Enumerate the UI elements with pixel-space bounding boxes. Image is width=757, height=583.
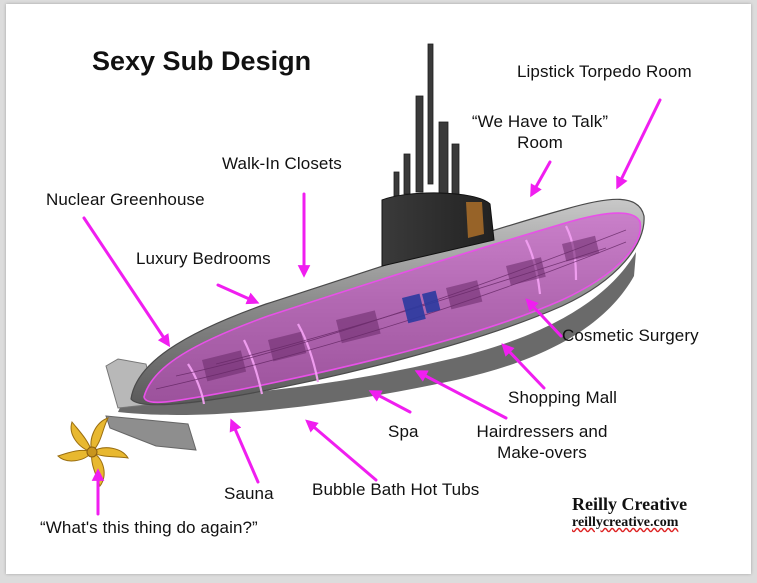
label-hairdressers-makeovers: Hairdressers and Make-overs [464, 422, 620, 463]
arrow-mall [501, 343, 546, 390]
label-lipstick-torpedo-room: Lipstick Torpedo Room [517, 62, 692, 81]
masts [393, 43, 460, 197]
interior-overlay [143, 212, 642, 404]
label-luxury-bedrooms: Luxury Bedrooms [136, 249, 271, 268]
brand-block: Reilly Creative reillycreative.com [572, 494, 687, 531]
arrow-talk [530, 160, 552, 198]
label-hair-line2: Make-overs [497, 442, 587, 462]
arrow-sauna [229, 418, 260, 484]
label-shopping-mall: Shopping Mall [508, 388, 618, 407]
slide-title: Sexy Sub Design [92, 46, 312, 76]
tower-detail [466, 202, 484, 238]
arrow-bedrooms [216, 283, 260, 305]
machinery-blocks [202, 235, 600, 382]
blue-equipment [402, 290, 441, 324]
label-bubble-bath-hot-tubs: Bubble Bath Hot Tubs [312, 480, 480, 499]
conning-tower [381, 192, 495, 267]
label-talk-line1: “We Have to Talk” [471, 112, 609, 131]
callout-arrows [82, 98, 662, 516]
stern-fin-lower [105, 415, 197, 451]
submarine-illustration [57, 43, 662, 516]
label-talk-line2: Room [517, 132, 563, 152]
label-cosmetic-surgery: Cosmetic Surgery [562, 326, 699, 345]
label-walk-in-closets: Walk-In Closets [222, 154, 342, 173]
label-spa: Spa [388, 422, 419, 441]
arrow-greenhouse [82, 216, 171, 348]
label-whats-this-thing: “What's this thing do again?” [40, 518, 258, 537]
label-sauna: Sauna [224, 484, 274, 503]
brand-url: reillycreative.com [572, 515, 679, 530]
arrow-spa [368, 390, 412, 414]
brand-name: Reilly Creative [572, 494, 688, 514]
arrow-lipstick [616, 98, 662, 190]
slide: Sexy Sub Design Lipstick Torpedo Room “W… [6, 4, 751, 574]
arrow-surgery [525, 298, 563, 338]
propeller [57, 417, 129, 488]
arrow-hair [414, 370, 508, 420]
label-we-have-to-talk-room: “We Have to Talk” Room [462, 112, 618, 153]
arrow-hottubs [305, 419, 378, 482]
label-hair-line1: Hairdressers and [476, 422, 608, 441]
label-nuclear-greenhouse: Nuclear Greenhouse [46, 190, 205, 209]
